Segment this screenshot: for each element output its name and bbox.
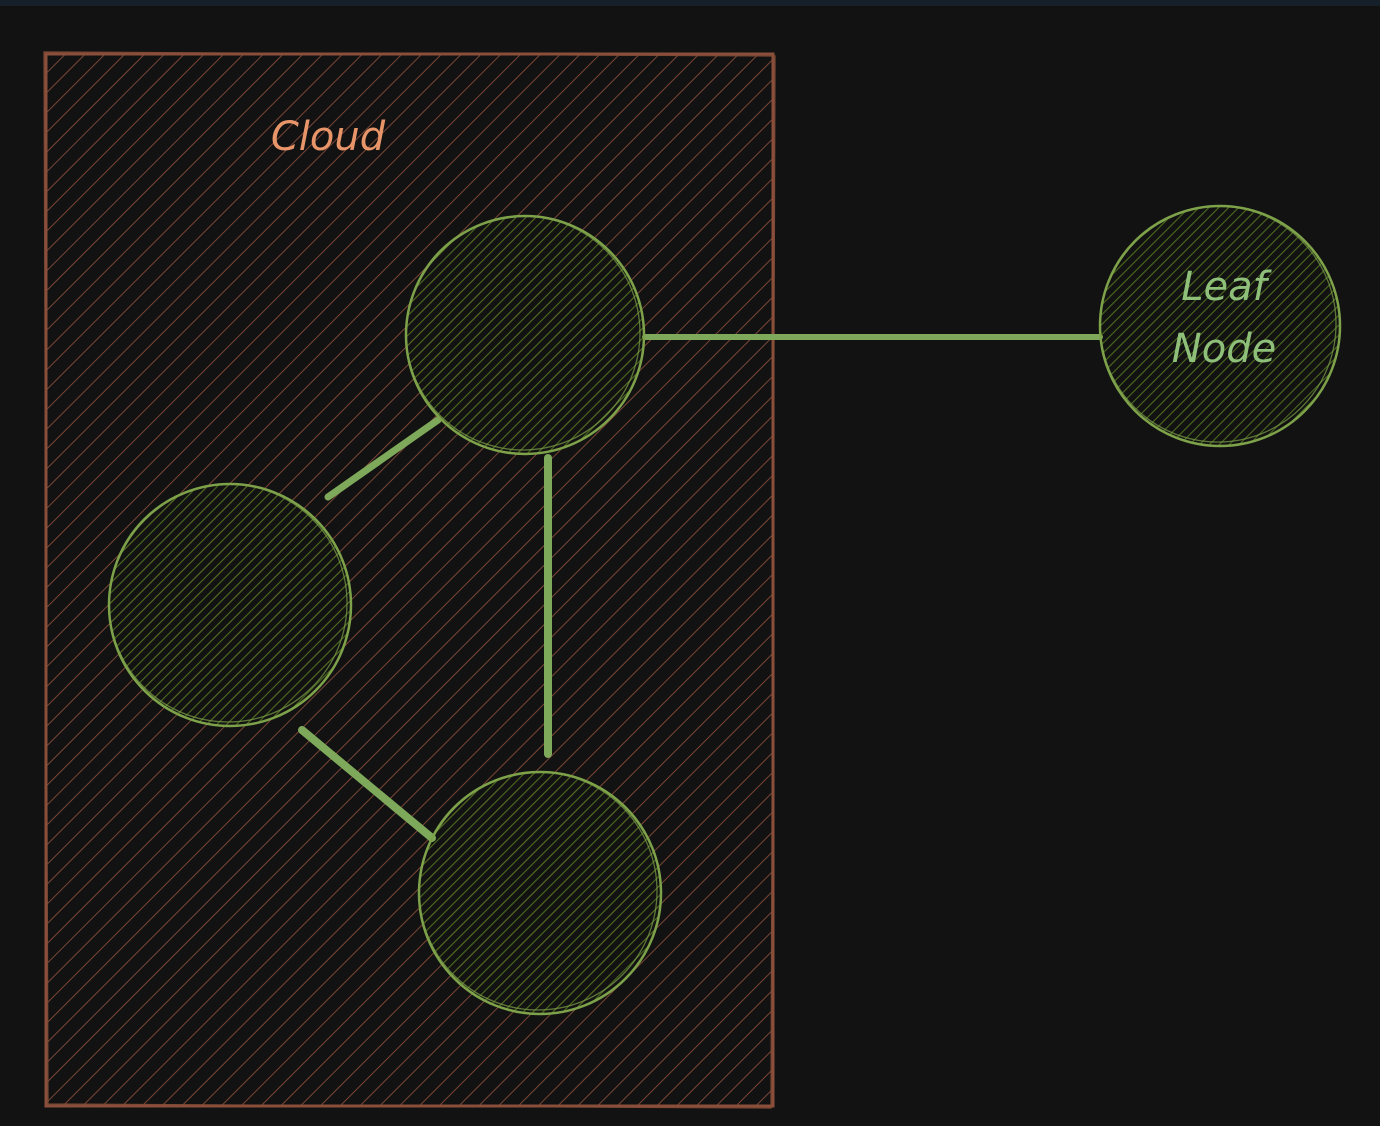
- node-left-circle: [107, 482, 353, 728]
- node-leaf[interactable]: Leaf Node: [1098, 204, 1342, 448]
- cloud-border-sketch: [43, 51, 776, 1109]
- node-top-circle: [404, 214, 646, 456]
- node-leaf-sketch: [1099, 205, 1337, 443]
- cloud-label: Cloud: [271, 114, 386, 160]
- node-bottom-circle: [417, 770, 663, 1016]
- leaf-label-line1: Leaf: [1181, 264, 1272, 310]
- node-bottom-sketch: [418, 771, 658, 1011]
- node-top-sketch: [405, 215, 641, 451]
- node-left[interactable]: [107, 482, 353, 728]
- top-edge-strip: [0, 0, 1380, 6]
- node-bottom[interactable]: [417, 770, 663, 1016]
- leaf-label-line2: Node: [1172, 326, 1276, 372]
- edges: [298, 334, 1103, 842]
- edge-left-to-bottom[interactable]: [298, 726, 436, 842]
- edge-top-to-left[interactable]: [324, 416, 442, 501]
- node-top[interactable]: [404, 214, 646, 456]
- node-left-sketch: [108, 483, 348, 723]
